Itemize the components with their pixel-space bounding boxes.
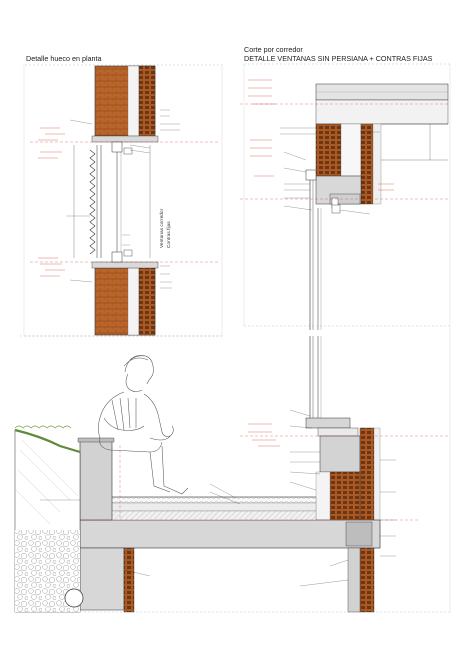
section-title-line1: Corte por corredor <box>244 45 303 54</box>
plan-detail-title: Detalle hueco en planta <box>26 54 102 63</box>
plan-label-shutters: Contras fijas <box>166 221 172 248</box>
plan-label-windows: Ventanas corredor <box>159 208 165 248</box>
plan-detail: Ventanas corredor Contras fijas <box>25 64 222 337</box>
section-title-line2: DETALLE VENTANAS SIN PERSIANA + CONTRAS … <box>244 54 433 63</box>
sheet-frames <box>23 64 451 612</box>
window-section-detail <box>240 63 450 330</box>
seated-person-figure <box>98 355 189 495</box>
terrace-section <box>14 335 450 613</box>
